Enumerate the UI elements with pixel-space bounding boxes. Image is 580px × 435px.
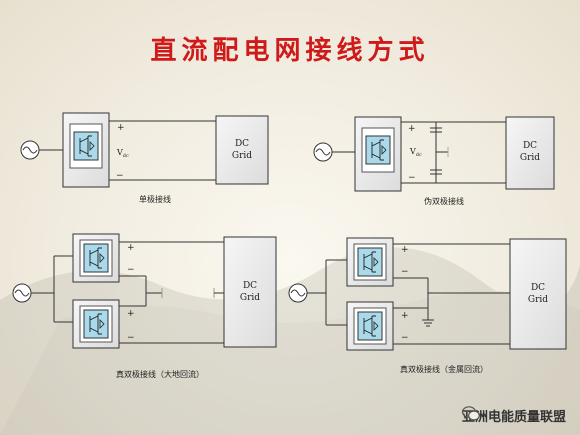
diagram-bipolar-ground-return	[12, 233, 277, 349]
d2-vdc: Vdc	[409, 147, 422, 158]
d3-plus-bottom: +	[127, 309, 135, 319]
d4-minus-top: −	[401, 267, 409, 277]
d2-dc-label: DC	[523, 141, 537, 151]
watermark-text: 亚洲电能质量联盟	[461, 410, 566, 425]
watermark: 亚洲电能质量联盟	[461, 406, 566, 425]
d1-dc-label: DC	[235, 139, 249, 149]
d3-dc-label: DC	[243, 281, 257, 291]
caption-unipolar: 单极接线	[139, 195, 171, 204]
diagram-bipolar-metallic-return	[288, 237, 567, 351]
d4-minus-bottom: −	[401, 333, 409, 343]
d1-plus: +	[117, 123, 125, 133]
d2-grid-label: Grid	[520, 153, 540, 163]
slide-title: 直流配电网接线方式	[150, 36, 430, 66]
diagram-unipolar	[20, 112, 269, 188]
d1-minus: −	[116, 171, 124, 181]
wechat-icon	[461, 406, 480, 421]
d3-minus-bottom: −	[127, 333, 135, 343]
caption-pseudo-bipolar: 伪双极接线	[424, 197, 464, 206]
caption-bipolar-ground-return: 真双极接线（大地回流）	[116, 370, 204, 379]
background-landscape	[0, 247, 580, 435]
d3-grid-label: Grid	[240, 293, 260, 303]
d1-grid-label: Grid	[232, 151, 252, 161]
d1-vdc: Vdc	[116, 148, 129, 159]
d4-plus-top: +	[401, 245, 409, 255]
d3-plus-top: +	[127, 243, 135, 253]
d4-dc-label: DC	[531, 283, 545, 293]
d4-grid-label: Grid	[528, 295, 548, 305]
diagram-pseudo-bipolar	[313, 116, 555, 192]
d2-minus: −	[408, 173, 416, 183]
d2-plus: +	[408, 124, 416, 134]
d4-plus-bottom: +	[401, 311, 409, 321]
caption-bipolar-metallic-return: 真双极接线（金属回流）	[400, 365, 488, 374]
d3-minus-top: −	[127, 265, 135, 275]
